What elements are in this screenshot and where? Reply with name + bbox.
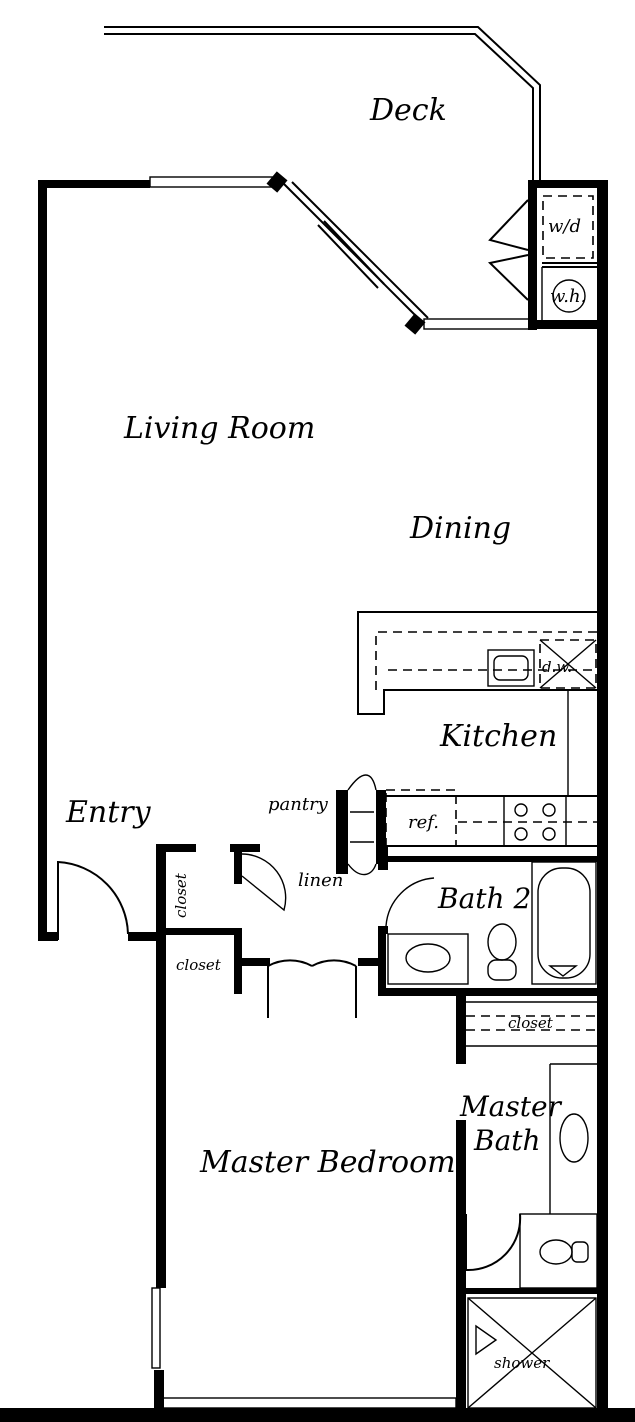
bath2-fixtures (387, 861, 597, 985)
entry-label: Entry (65, 795, 152, 830)
master-bath-fixtures (466, 1001, 598, 1409)
kitchen-counters (357, 611, 597, 847)
interior-walls (38, 844, 600, 1410)
entry-closet-label: closet (172, 872, 190, 918)
hall-closet-label: closet (176, 956, 222, 974)
master-bath-label-line2: Bath (473, 1124, 541, 1157)
master-bedroom-label: Master Bedroom (199, 1145, 456, 1180)
living-room-label: Living Room (123, 411, 315, 446)
washer-dryer-label: w/d (548, 216, 581, 237)
doors (57, 853, 522, 1272)
kitchen-label: Kitchen (439, 719, 557, 754)
shower-label: shower (494, 1354, 550, 1372)
deck-windows (149, 171, 531, 335)
deck-label: Deck (369, 93, 447, 128)
pantry-linen (336, 774, 386, 876)
master-bath-label-line1: Master (459, 1090, 563, 1123)
master-closet-label: closet (508, 1014, 554, 1032)
dining-label: Dining (409, 511, 511, 546)
bedroom-window (151, 1287, 457, 1409)
dishwasher-label: d.w. (542, 658, 572, 676)
refrigerator-label: ref. (408, 812, 439, 833)
laundry-closet (487, 180, 597, 330)
pantry-label: pantry (268, 794, 329, 815)
bath2-label: Bath 2 (437, 882, 531, 915)
linen-label: linen (298, 870, 343, 891)
water-heater-label: w.h. (550, 286, 586, 307)
exterior-walls (0, 180, 635, 1422)
deck-railing (104, 26, 541, 182)
